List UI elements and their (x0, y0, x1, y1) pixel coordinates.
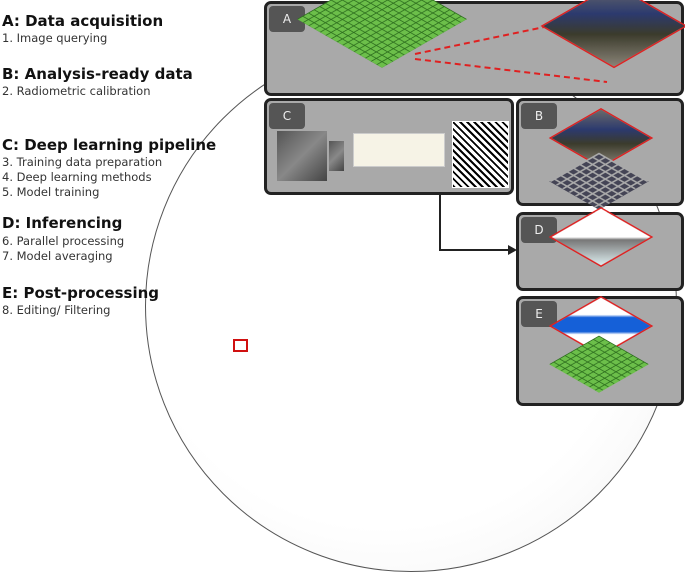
panel-d: D (516, 206, 684, 291)
arrow-head-icon (508, 245, 517, 255)
panel-label: C (269, 103, 305, 129)
tile-grid (549, 335, 649, 393)
step-e-title: E: Post-processing (2, 284, 160, 302)
panel-c: C (264, 98, 514, 195)
inference-map (548, 206, 654, 268)
training-images (329, 141, 344, 171)
panel-a: A (264, 0, 685, 96)
step-item: 2. Radiometric calibration (2, 84, 151, 98)
panel-e: E (516, 295, 684, 406)
image-chips (549, 152, 649, 210)
step-item: 3. Training data preparation (2, 155, 163, 169)
step-item: 1. Image querying (2, 31, 108, 45)
panel-label: E (521, 301, 557, 327)
step-item: 4. Deep learning methods (2, 170, 152, 184)
step-item: 5. Model training (2, 185, 100, 199)
panel-label: D (521, 217, 557, 243)
step-b-title: B: Analysis-ready data (2, 65, 193, 83)
step-d-title: D: Inferencing (2, 214, 123, 232)
step-item: 6. Parallel processing (2, 234, 125, 248)
step-a-title: A: Data acquisition (2, 12, 164, 30)
flow-arrow (439, 195, 441, 251)
region-marker (233, 339, 248, 352)
network-diagram (353, 133, 445, 167)
step-item: 8. Editing/ Filtering (2, 303, 111, 317)
step-c-title: C: Deep learning pipeline (2, 136, 217, 154)
step-item: 7. Model averaging (2, 249, 113, 263)
training-images (277, 131, 327, 181)
panel-label: B (521, 103, 557, 129)
flow-arrow (439, 249, 509, 251)
panel-b: B (516, 98, 684, 210)
label-masks (452, 121, 509, 188)
